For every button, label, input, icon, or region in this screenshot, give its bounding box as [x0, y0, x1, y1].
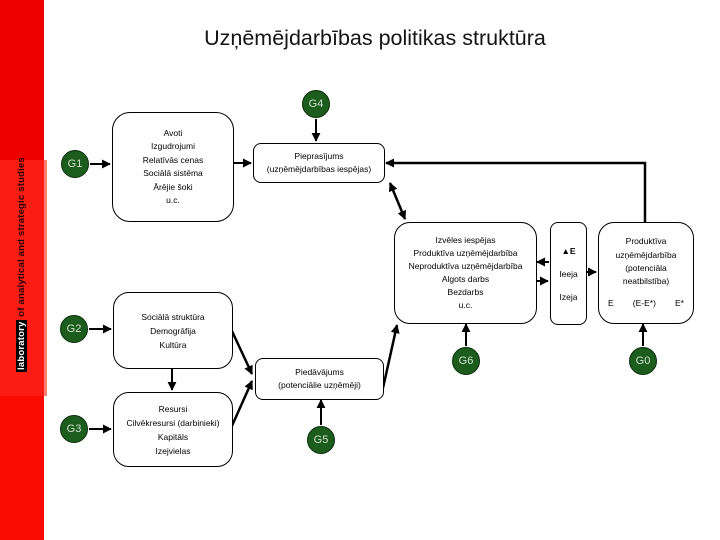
box-demand-subtitle: (uzņēmējdarbības iespējas) [266, 164, 372, 174]
box-productive-line: neatbilstība) [622, 276, 670, 287]
box-supply-title: Piedāvājums [295, 366, 344, 377]
arrow-piedavajums-to-izveles [381, 324, 400, 389]
brand-sidebar: laboratory of analytical and strategic s… [0, 0, 47, 540]
node-g6-button[interactable]: G6 [452, 347, 480, 375]
brand-vertical-text: laboratory of analytical and strategic s… [16, 157, 27, 372]
box-sources-line: u.c. [166, 195, 180, 205]
box-social-line: Kultūra [159, 339, 187, 350]
box-choice-line: Bezdarbs [447, 287, 484, 297]
box-resources-line: Resursi [158, 403, 188, 414]
box-choice-line: Algots darbs [441, 274, 490, 284]
formula-e: E [608, 298, 614, 309]
box-productive-line: (potenciāla [625, 262, 667, 273]
arrow-pieprasijums-izveles-bidirectional [388, 182, 407, 220]
box-productive-line: uzņēmējdarbība [615, 249, 677, 260]
formula-e-star: E* [675, 298, 684, 309]
box-sources-line: Relatīvās cenas [142, 154, 204, 165]
box-sources-line: Avoti [163, 127, 183, 138]
box-demand: Pieprasījums (uzņēmējdarbības iespējas) [253, 143, 385, 183]
node-g5-button[interactable]: G5 [307, 426, 335, 454]
box-supply-subtitle: (potenciālie uzņēmēji) [278, 380, 361, 390]
box-social-line: Demogrāfija [150, 325, 196, 336]
box-choice-line: Izvēles iespējas [435, 235, 496, 245]
node-g4-button[interactable]: G4 [302, 90, 330, 118]
brand-tagline: of analytical and strategic studies [16, 157, 27, 320]
brand-word-laboratory: laboratory [16, 319, 27, 372]
entry-label: Ieeja [559, 268, 578, 279]
box-delta-e: ▲E Ieeja Izeja [550, 222, 587, 325]
node-g2-button[interactable]: G2 [60, 315, 88, 343]
box-choice-line: Neproduktīva uzņēmējdarbība [408, 261, 523, 271]
node-g1-button[interactable]: G1 [61, 150, 89, 178]
node-g0-button[interactable]: G0 [629, 347, 657, 375]
box-sources-line: Izgudrojumi [151, 141, 195, 151]
box-choice-line: u.c. [458, 300, 473, 310]
box-sources-line: Sociālā sistēma [143, 168, 203, 178]
box-productive-line: Produktīva [625, 236, 667, 247]
box-social-structure: Sociālā struktūra Demogrāfija Kultūra [113, 292, 233, 369]
arrow-resursi-to-piedavajums [229, 380, 254, 429]
arrow-feedback-produktiva-to-pieprasijums [385, 158, 647, 222]
box-resources-line: Kapitāls [157, 431, 189, 442]
e-formula-row: E (E-E*) E* [599, 297, 693, 310]
sidebar-segment-top [0, 0, 44, 160]
box-social-line: Sociālā struktūra [141, 311, 205, 322]
box-choice-options: Izvēles iespējas Produktīva uzņēmējdarbī… [394, 222, 537, 324]
page-title: Uzņēmējdarbības politikas struktūra [204, 26, 546, 50]
box-productive-entrepreneurship: Produktīva uzņēmējdarbība (potenciāla ne… [598, 222, 694, 324]
formula-e-diff: (E-E*) [632, 298, 656, 309]
box-resources-line: Izejvielas [155, 445, 191, 456]
box-resources: Resursi Cilvēkresursi (darbinieki) Kapit… [113, 392, 233, 467]
box-sources: Avoti Izgudrojumi Relatīvās cenas Sociāl… [112, 112, 234, 222]
sidebar-segment-bottom [0, 396, 44, 540]
box-sources-line: Ārējie šoki [153, 181, 193, 192]
delta-e-label: ▲E [561, 245, 576, 256]
node-g3-button[interactable]: G3 [60, 415, 88, 443]
box-choice-line: Produktīva uzņēmējdarbība [413, 248, 518, 258]
exit-label: Izeja [559, 291, 578, 302]
box-resources-line: Cilvēkresursi (darbinieki) [126, 417, 220, 428]
box-supply: Piedāvājums (potenciālie uzņēmēji) [255, 358, 384, 400]
box-demand-title: Pieprasījums [294, 151, 344, 161]
arrow-sociala-to-piedavajums [229, 328, 254, 375]
sidebar-highlight-strip [44, 160, 47, 396]
